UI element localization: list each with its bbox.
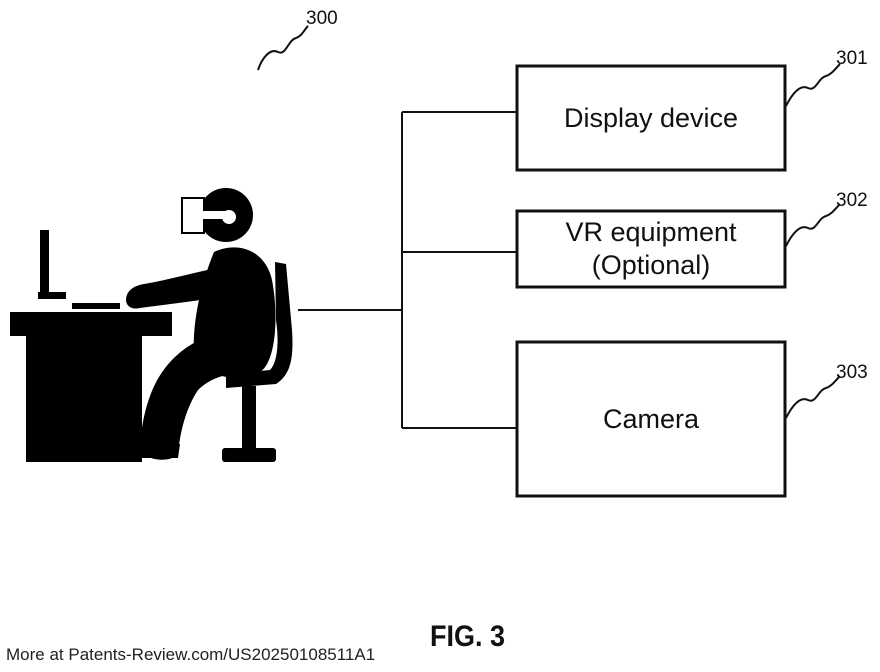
legs-icon xyxy=(140,338,264,460)
person-at-desk-with-vr-headset-icon xyxy=(10,188,293,462)
vr-headset-icon xyxy=(181,197,236,234)
ref-numeral-302: 302 xyxy=(836,190,868,211)
box-camera xyxy=(515,340,787,498)
ref-300-leader xyxy=(257,25,309,71)
ref-301-leader xyxy=(785,63,841,107)
chair-icon xyxy=(222,262,293,462)
ref-numeral-301: 301 xyxy=(836,48,868,69)
box-display-device xyxy=(515,64,787,172)
label-vr-equipment: VR equipment (Optional) xyxy=(565,217,737,280)
watermark-text: More at Patents-Review.com/US20250108511… xyxy=(6,645,376,664)
ref-302-leader xyxy=(785,203,841,247)
connector-lines xyxy=(298,111,516,429)
ref-numeral-300: 300 xyxy=(306,8,338,29)
ref-303-leader xyxy=(785,375,841,419)
desk-icon xyxy=(10,312,172,462)
keyboard-icon xyxy=(72,303,120,309)
figure-caption: FIG. 3 xyxy=(430,620,506,653)
label-display-device: Display device xyxy=(563,102,739,133)
box-vr-equipment xyxy=(515,209,787,289)
label-camera: Camera xyxy=(602,403,700,434)
ref-numeral-303: 303 xyxy=(836,362,868,383)
monitor-icon xyxy=(40,230,49,298)
arm-icon xyxy=(126,266,226,309)
